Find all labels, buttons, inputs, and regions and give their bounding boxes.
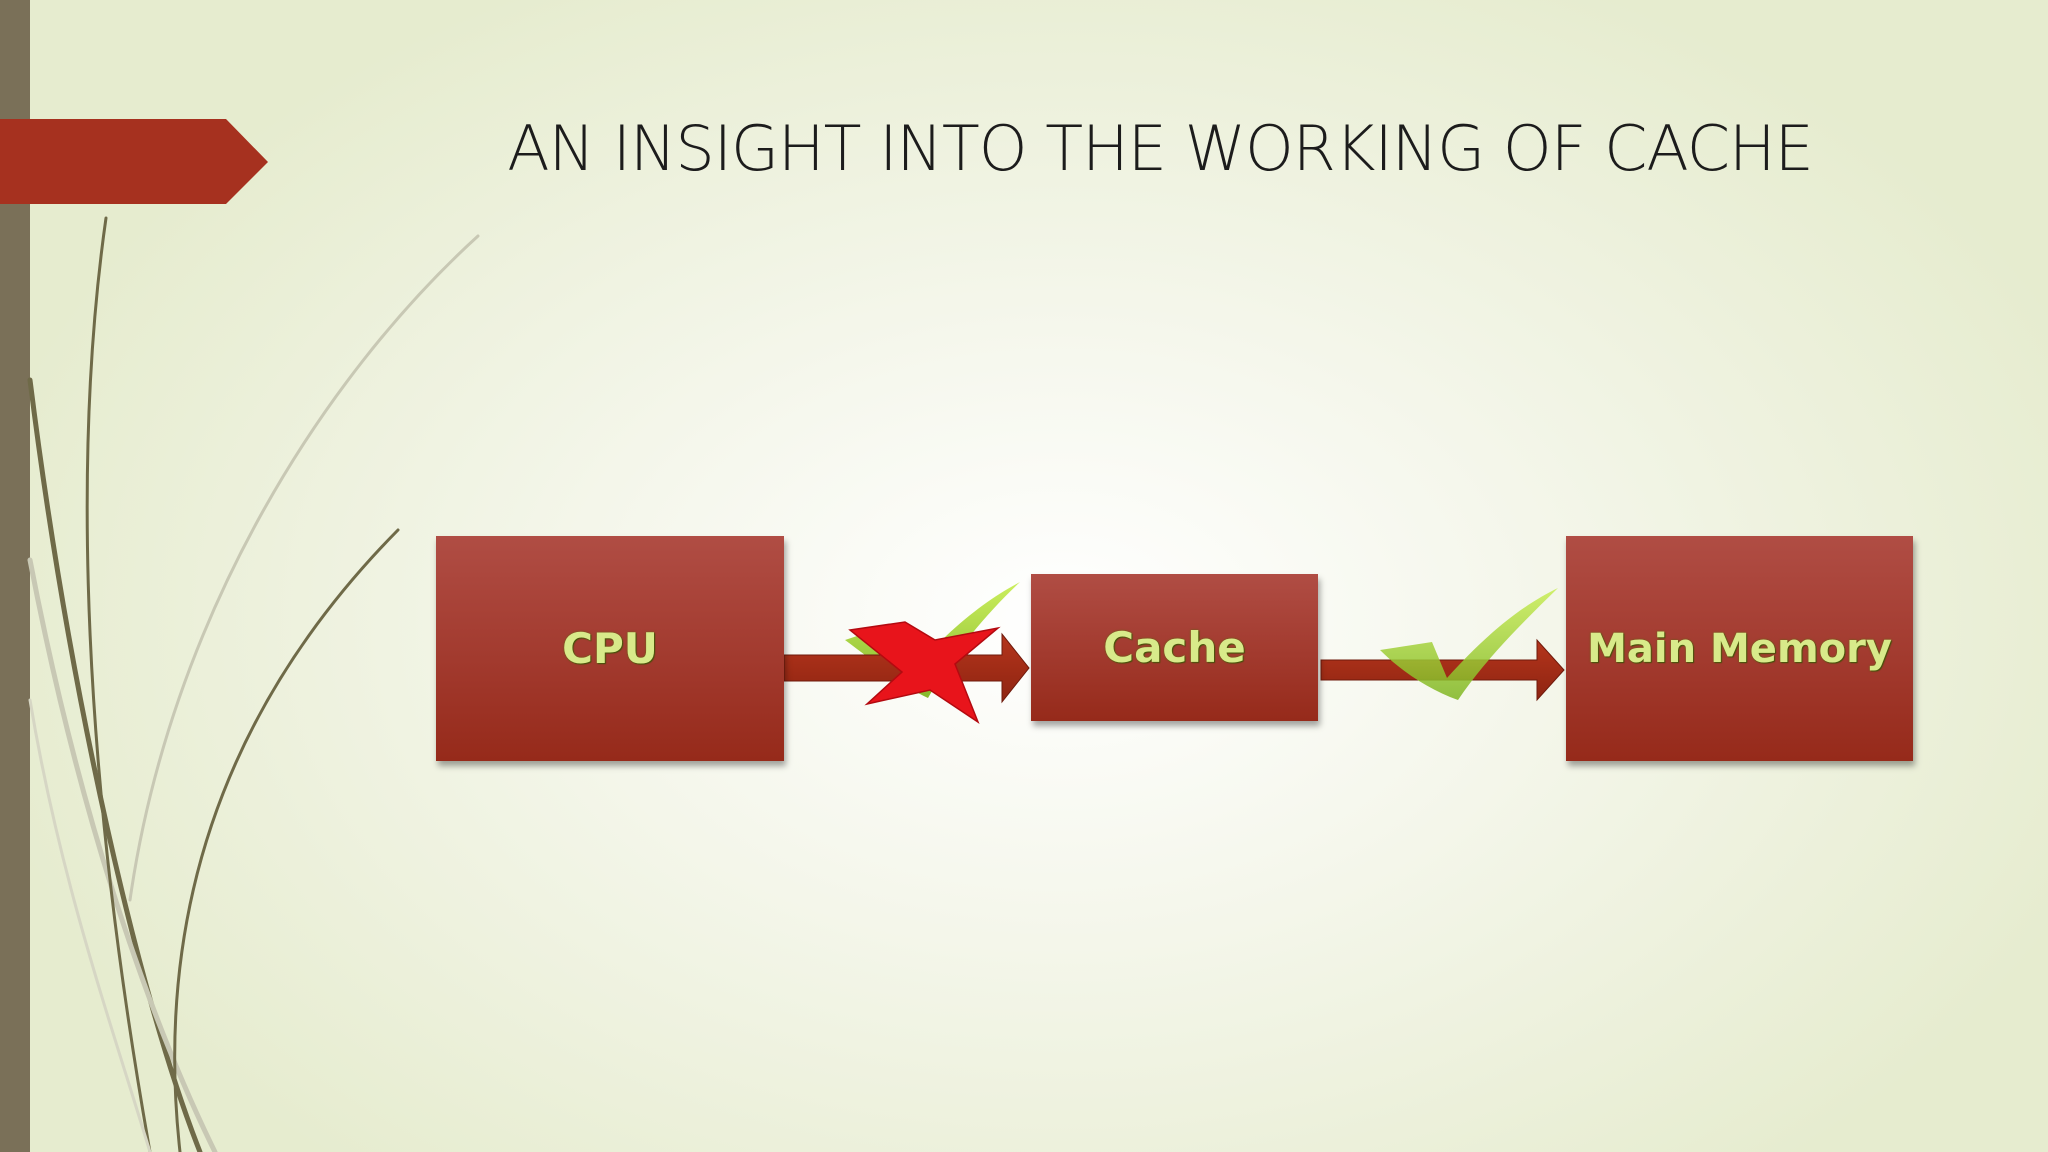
decorative-curves bbox=[0, 119, 480, 1152]
cross-icon bbox=[848, 621, 1001, 724]
title-arrow-tab bbox=[0, 119, 268, 204]
page-title: AN INSIGHT INTO THE WORKING OF CACHE bbox=[507, 112, 1814, 185]
cache-node-label: Cache bbox=[1103, 623, 1246, 672]
main-memory-node: Main Memory bbox=[1566, 536, 1913, 761]
cpu-node: CPU bbox=[436, 536, 784, 761]
check-icon bbox=[1380, 588, 1558, 700]
cpu-node-label: CPU bbox=[562, 624, 658, 673]
cache-node: Cache bbox=[1031, 574, 1318, 721]
main-memory-node-label: Main Memory bbox=[1587, 625, 1892, 672]
